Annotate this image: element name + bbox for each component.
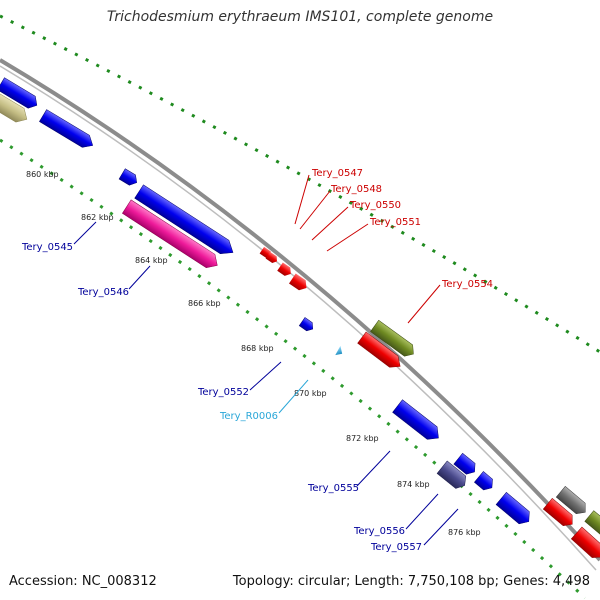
leader-tery-0556 (405, 493, 439, 530)
gene-tery-0551[interactable] (289, 273, 310, 293)
label-tery-0546[interactable]: Tery_0546 (77, 287, 129, 298)
label-tery-0554[interactable]: Tery_0554 (441, 279, 493, 290)
gene-blue-partial[interactable] (0, 77, 40, 112)
gene-red-879-partial[interactable] (570, 526, 600, 563)
label-tery-r0006[interactable]: Tery_R0006 (219, 411, 278, 422)
gene-tery-0550[interactable] (277, 262, 293, 278)
gene-tery-0557[interactable] (474, 471, 496, 493)
accession-text: Accession: NC_008312 (9, 574, 157, 589)
gene-tery-0556[interactable] (436, 460, 470, 492)
gene-olive-879-partial[interactable] (584, 510, 600, 541)
tick-868: 868 kbp (241, 344, 274, 353)
gene-tery-0548[interactable] (265, 251, 280, 265)
gene-gray-878[interactable] (555, 486, 590, 517)
gene-blue-859[interactable] (39, 109, 96, 152)
gene-red-872[interactable] (357, 331, 405, 372)
leader-tery-0547 (294, 174, 310, 225)
gene-blue-875[interactable] (453, 452, 479, 477)
gene-tery-0545[interactable] (134, 184, 238, 259)
gene-blue-small-861[interactable] (118, 168, 140, 188)
tick-862: 862 kbp (81, 213, 114, 222)
label-tery-0545[interactable]: Tery_0545 (21, 242, 73, 253)
map-title: Trichodesmium erythraeum IMS101, complet… (106, 9, 494, 25)
leader-tery-0555 (356, 450, 391, 487)
leader-tery-r0006 (278, 379, 309, 414)
tick-860: 860 kbp (26, 170, 59, 179)
tick-876: 876 kbp (448, 528, 481, 537)
label-tery-0547[interactable]: Tery_0547 (311, 168, 363, 179)
gene-blue-877[interactable] (495, 491, 534, 527)
label-tery-0557[interactable]: Tery_0557 (370, 542, 422, 553)
genome-summary-text: Topology: circular; Length: 7,750,108 bp… (232, 574, 590, 589)
leader-tery-0554 (407, 284, 441, 324)
genome-backbone-outer (0, 58, 600, 562)
gene-tery-0554-olive[interactable] (370, 319, 417, 360)
tick-864: 864 kbp (135, 256, 168, 265)
tick-870: 870 kbp (294, 389, 327, 398)
leader-tery-0550 (311, 206, 349, 241)
leader-tery-0546 (128, 265, 151, 290)
gene-khaki-partial[interactable] (0, 88, 31, 126)
gc-track-outer (0, 14, 600, 354)
tick-874: 874 kbp (397, 480, 430, 489)
leader-tery-0545 (73, 221, 97, 245)
leader-tery-0552 (249, 361, 282, 391)
tick-866: 866 kbp (188, 299, 221, 308)
genome-backbone-inner (0, 65, 597, 571)
label-tery-0548[interactable]: Tery_0548 (330, 184, 382, 195)
label-tery-0552[interactable]: Tery_0552 (197, 387, 249, 398)
gene-red-878[interactable] (542, 498, 577, 529)
leader-tery-0557 (423, 508, 459, 546)
label-tery-0550[interactable]: Tery_0550 (349, 200, 401, 211)
gene-tery-0546[interactable] (122, 199, 221, 272)
leader-tery-0548 (299, 190, 331, 230)
gene-tery-0552[interactable] (298, 317, 315, 333)
gene-tery-0555[interactable] (392, 399, 444, 445)
tick-872: 872 kbp (346, 434, 379, 443)
gc-track-inner (0, 138, 587, 600)
label-tery-0555[interactable]: Tery_0555 (307, 483, 359, 494)
label-tery-0551[interactable]: Tery_0551 (369, 217, 421, 228)
label-tery-0556[interactable]: Tery_0556 (353, 526, 405, 537)
leader-tery-0551 (326, 223, 369, 252)
gene-tery-r0006[interactable] (333, 345, 343, 356)
